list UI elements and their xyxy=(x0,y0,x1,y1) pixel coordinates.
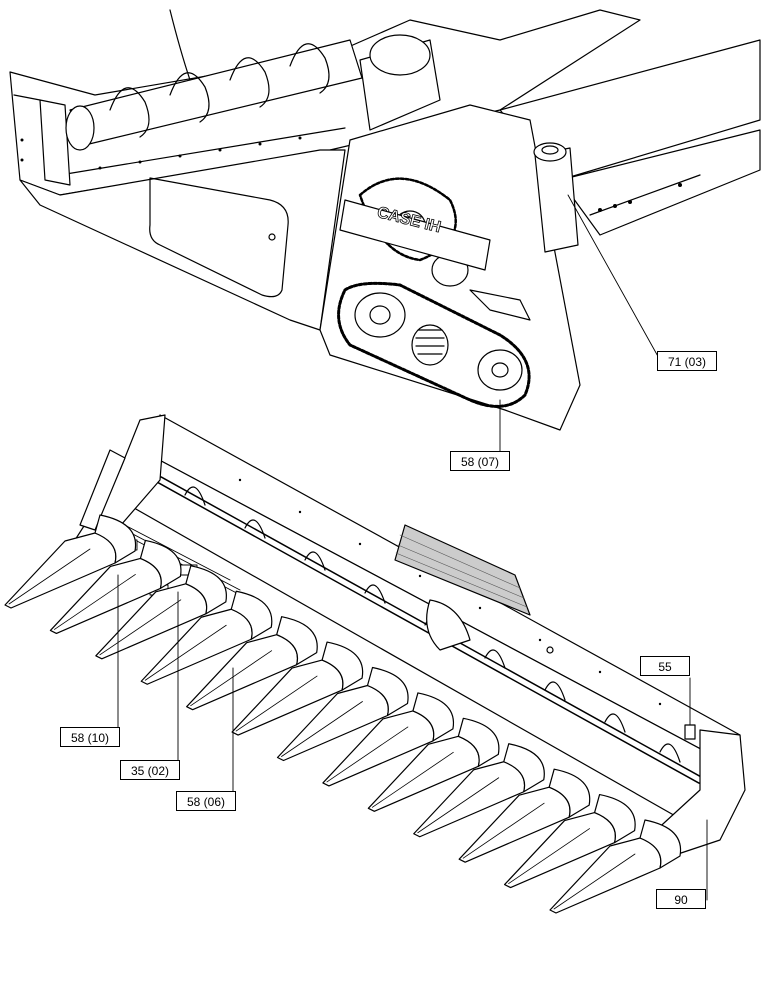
tensioner-spring xyxy=(411,324,449,366)
snout-ridge xyxy=(326,726,409,783)
snout-hood xyxy=(139,539,182,590)
snout-ridge xyxy=(371,751,454,808)
end-flange xyxy=(39,99,71,186)
snout-hood xyxy=(593,793,636,844)
snout-hood xyxy=(94,514,137,564)
callout-90[interactable]: 90 xyxy=(656,889,706,909)
snout-ridge xyxy=(54,574,136,630)
panel-bolt xyxy=(546,646,554,654)
frame-rails xyxy=(499,39,761,236)
snout-ridge xyxy=(417,777,500,834)
snout-hood xyxy=(185,565,227,615)
mesh-screen xyxy=(394,524,531,616)
drive-sprocket-right xyxy=(477,349,523,391)
snout-ridge xyxy=(144,624,227,681)
rivet-row xyxy=(20,136,302,170)
snout-ridge xyxy=(281,701,363,757)
cross-auger xyxy=(156,476,704,784)
snout-hood xyxy=(548,768,591,818)
snout-ridge xyxy=(508,828,590,884)
housing-lower-wall xyxy=(19,149,346,331)
snout-hood xyxy=(321,641,364,691)
snout-hood xyxy=(366,666,409,717)
right-bracket xyxy=(684,724,696,740)
snout-ridge xyxy=(8,548,91,605)
callout-58-07[interactable]: 58 (07) xyxy=(450,451,510,471)
snout-hood xyxy=(503,743,545,793)
snout-hood xyxy=(230,590,273,640)
top-assembly: CASE IH xyxy=(9,9,761,431)
inspection-window xyxy=(149,177,289,298)
callout-35-02[interactable]: 35 (02) xyxy=(120,760,180,780)
snout-row xyxy=(4,514,682,914)
leader-lines xyxy=(117,194,708,901)
left-shield xyxy=(79,449,126,531)
auger-flighting xyxy=(109,9,330,138)
back-panel-rivets xyxy=(238,478,662,706)
snout-ridge xyxy=(99,599,182,656)
snout-ridge xyxy=(462,802,545,859)
callout-58-06[interactable]: 58 (06) xyxy=(176,791,236,811)
drive-sprocket-left xyxy=(354,292,406,338)
hose-stub xyxy=(13,94,41,101)
auger-end-cap xyxy=(65,105,95,151)
housing-rail xyxy=(59,127,346,176)
chain-drive xyxy=(337,177,531,408)
snout-hood xyxy=(639,819,682,869)
snout-hood xyxy=(412,692,455,742)
bottom-assembly xyxy=(74,414,746,861)
window-knob xyxy=(268,233,276,241)
snout-hood xyxy=(276,616,318,666)
callout-71-03[interactable]: 71 (03) xyxy=(657,351,717,371)
snout-ridge xyxy=(190,650,273,707)
gearbox-top xyxy=(369,34,431,76)
snout-ridge xyxy=(553,853,636,910)
callout-55[interactable]: 55 xyxy=(640,656,690,676)
snout-ridge xyxy=(235,675,318,732)
leader-71 xyxy=(567,194,661,361)
drive-housing xyxy=(319,104,581,431)
fluid-reservoir xyxy=(533,142,579,253)
callout-58-10[interactable]: 58 (10) xyxy=(60,727,120,747)
snout-hood xyxy=(457,717,500,767)
